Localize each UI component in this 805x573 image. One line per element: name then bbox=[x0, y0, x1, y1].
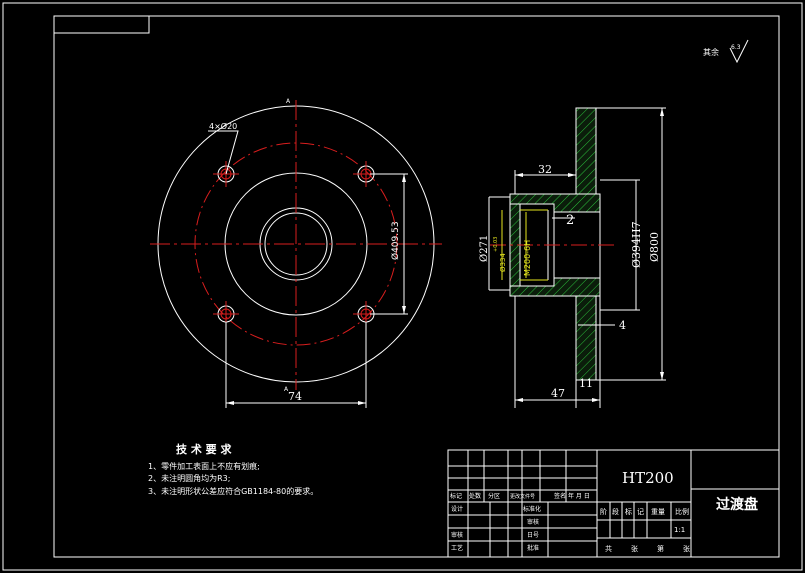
svg-text:段: 段 bbox=[612, 507, 619, 516]
svg-text:日号: 日号 bbox=[527, 532, 539, 539]
svg-text:A: A bbox=[286, 98, 291, 105]
svg-text:其余: 其余 bbox=[703, 47, 719, 57]
code-box bbox=[53, 15, 150, 34]
svg-text:Ø800: Ø800 bbox=[648, 232, 661, 262]
svg-text:标记: 标记 bbox=[450, 492, 462, 500]
svg-text:分区: 分区 bbox=[488, 492, 500, 500]
svg-text:3、未注明形状公差应符合GB1184-80的要求。: 3、未注明形状公差应符合GB1184-80的要求。 bbox=[148, 486, 318, 496]
svg-text:Ø394H7: Ø394H7 bbox=[630, 221, 643, 268]
svg-text:4: 4 bbox=[619, 319, 626, 332]
svg-text:记: 记 bbox=[637, 508, 644, 516]
svg-text:HT200: HT200 bbox=[622, 469, 674, 487]
svg-text:处数: 处数 bbox=[469, 492, 481, 500]
svg-text:第: 第 bbox=[657, 544, 664, 553]
svg-text:2、未注明圆角均为R3;: 2、未注明圆角均为R3; bbox=[148, 473, 230, 483]
section-view: 32 2 Ø271 Ø334 +0.03 M200-6H Ø394H7 Ø800… bbox=[479, 107, 666, 408]
svg-text:技 术 要 求: 技 术 要 求 bbox=[176, 442, 232, 456]
svg-text:74: 74 bbox=[288, 390, 302, 403]
roughness-symbol: 其余 6.3 bbox=[703, 39, 749, 64]
svg-text:签名: 签名 bbox=[554, 492, 566, 500]
svg-text:Ø271: Ø271 bbox=[479, 235, 490, 262]
svg-text:设计: 设计 bbox=[451, 505, 463, 513]
svg-text:过渡盘: 过渡盘 bbox=[716, 496, 758, 513]
svg-text:Ø334: Ø334 bbox=[499, 253, 507, 272]
svg-text:标准化: 标准化 bbox=[523, 505, 541, 513]
svg-text:4×Ø20: 4×Ø20 bbox=[209, 121, 237, 131]
svg-text:重量: 重量 bbox=[651, 508, 665, 516]
svg-text:32: 32 bbox=[538, 163, 552, 176]
svg-text:M200-6H: M200-6H bbox=[523, 240, 532, 276]
svg-text:更改文件号: 更改文件号 bbox=[510, 493, 535, 500]
svg-text:张: 张 bbox=[631, 544, 638, 553]
title-block-text: HT200 过渡盘 标记 处数 分区 更改文件号 签名 年 月 日 设计 审核 … bbox=[450, 469, 758, 553]
svg-text:+0.03: +0.03 bbox=[493, 237, 499, 252]
svg-text:47: 47 bbox=[551, 387, 565, 400]
front-view: A A 4×Ø20 Ø409.53 74 bbox=[150, 98, 442, 408]
svg-text:1、零件加工表面上不应有划痕;: 1、零件加工表面上不应有划痕; bbox=[148, 461, 260, 471]
svg-text:标: 标 bbox=[625, 507, 632, 516]
svg-text:审核: 审核 bbox=[451, 531, 463, 539]
svg-text:比例: 比例 bbox=[675, 507, 689, 516]
svg-text:A: A bbox=[284, 386, 289, 393]
svg-text:审核: 审核 bbox=[527, 518, 539, 526]
svg-text:11: 11 bbox=[579, 377, 593, 390]
svg-text:1:1: 1:1 bbox=[674, 526, 685, 534]
svg-text:Ø409.53: Ø409.53 bbox=[390, 221, 401, 260]
svg-text:年 月 日: 年 月 日 bbox=[568, 492, 590, 500]
svg-text:共: 共 bbox=[605, 544, 612, 553]
title-block bbox=[447, 449, 780, 558]
svg-text:张: 张 bbox=[683, 544, 690, 553]
svg-text:阶: 阶 bbox=[600, 507, 607, 516]
svg-text:2: 2 bbox=[566, 213, 574, 228]
tech-requirements: 技 术 要 求 1、零件加工表面上不应有划痕; 2、未注明圆角均为R3; 3、未… bbox=[148, 442, 318, 496]
inner-frame bbox=[53, 15, 780, 558]
svg-text:6.3: 6.3 bbox=[731, 44, 741, 51]
svg-text:批准: 批准 bbox=[527, 544, 539, 552]
svg-text:工艺: 工艺 bbox=[451, 544, 463, 552]
